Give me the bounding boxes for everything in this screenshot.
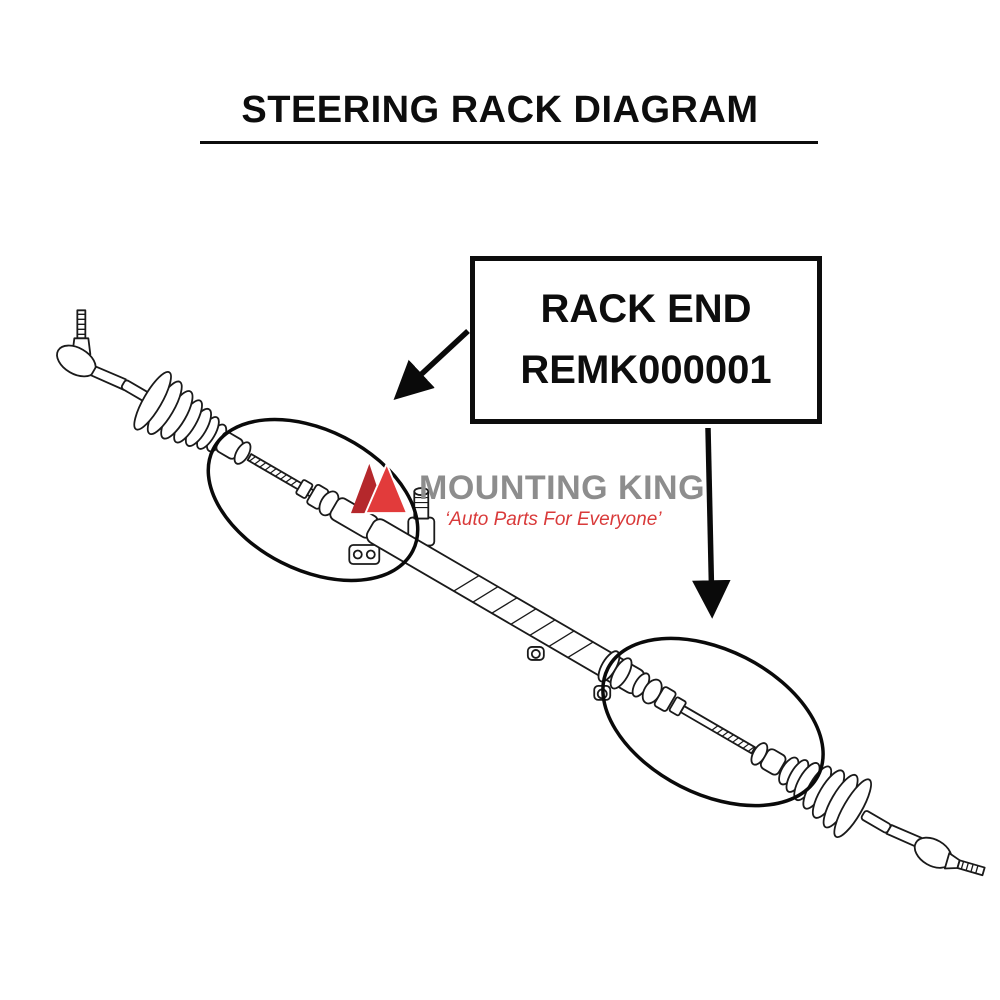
highlight-ellipse-left bbox=[206, 417, 420, 583]
title-underline bbox=[200, 141, 818, 144]
boot-clamp-left bbox=[233, 441, 252, 465]
brand-watermark: MOUNTING KING ‘Auto Parts For Everyone’ bbox=[350, 460, 705, 529]
callout-arrow-right bbox=[692, 427, 731, 619]
housing-clamp bbox=[526, 646, 545, 661]
brand-tagline: ‘Auto Parts For Everyone’ bbox=[445, 509, 662, 530]
inner-tie-rod-left bbox=[246, 453, 340, 517]
boot-left bbox=[133, 370, 252, 465]
part-callout-box: RACK END REMK000001 bbox=[470, 256, 822, 424]
callout-arrow-left bbox=[393, 328, 470, 400]
boot-right bbox=[750, 742, 872, 838]
outer-tie-rod-right bbox=[860, 810, 986, 877]
brand-name: MOUNTING KING bbox=[419, 469, 706, 507]
rack-housing bbox=[329, 487, 651, 701]
callout-part-name: RACK END bbox=[540, 287, 752, 331]
callout-part-number: REMK000001 bbox=[520, 348, 772, 392]
highlight-ellipse-right bbox=[601, 636, 825, 808]
mountain-m-logo-icon bbox=[350, 461, 408, 515]
mount-bracket-left bbox=[348, 544, 381, 565]
inner-tie-rod-right bbox=[641, 678, 756, 755]
page-title: STEERING RACK DIAGRAM bbox=[241, 89, 759, 131]
rack-assembly bbox=[56, 309, 986, 877]
brand-text-block: MOUNTING KING ‘Auto Parts For Everyone’ bbox=[419, 471, 705, 529]
